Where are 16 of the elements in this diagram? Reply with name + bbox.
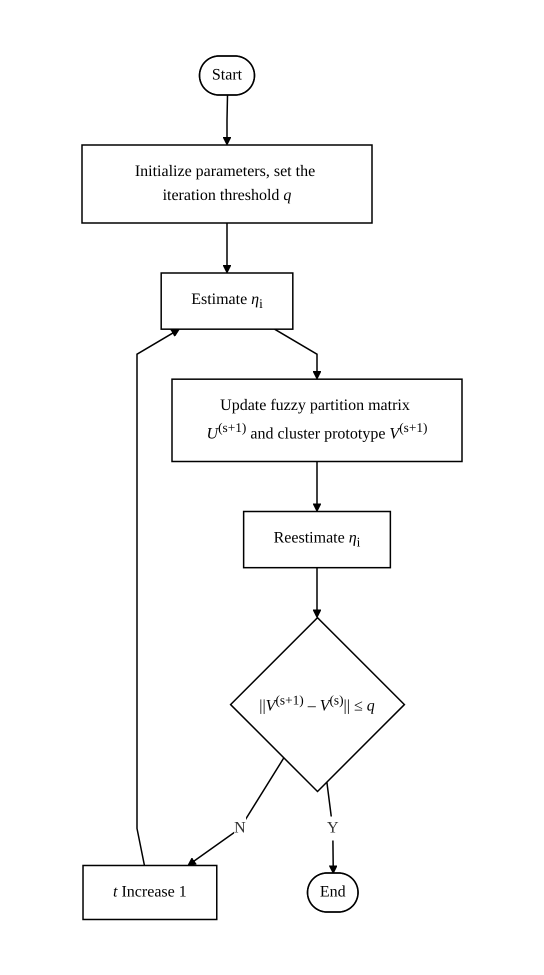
arrow — [136, 328, 180, 866]
edge-label: N — [234, 819, 246, 836]
node-diamond: ||V$^{(s+1)}$ – V$^{(s)}$|| ≤ q — [230, 616, 406, 792]
edge-label: Y — [327, 819, 339, 836]
node-box: Estimate η$_{i}$ — [160, 272, 294, 330]
arrow — [312, 461, 322, 512]
arrow — [222, 222, 232, 274]
arrow — [326, 781, 338, 874]
arrow — [312, 567, 322, 618]
arrow — [222, 95, 232, 146]
node-box: t Increase 1 — [82, 864, 218, 920]
node-box: Update fuzzy partition matrix U$^{(s+1)}$ and cluster prototype V$^{(s+1)}$ — [171, 378, 463, 462]
arrow — [187, 758, 284, 866]
node-box: Reestimate η$_{i}$ — [242, 510, 392, 568]
node-box: Initialize parameters, set the iteration threshold q — [81, 144, 373, 224]
arrow — [274, 328, 322, 380]
